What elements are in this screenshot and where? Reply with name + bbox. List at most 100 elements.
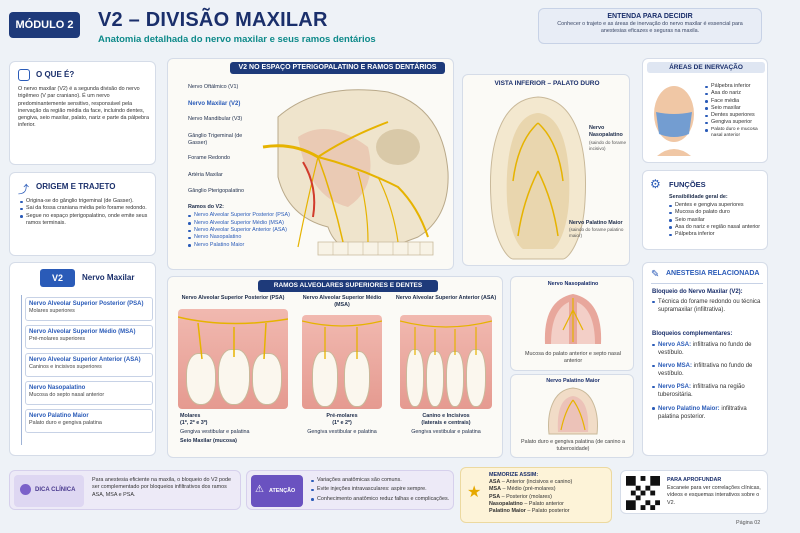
memorize-list: ASA – Anterior (incisivos e canino) MSA …: [489, 479, 611, 515]
origin-item: Sai da fossa craniana média pelo forame …: [20, 205, 148, 212]
memo-item: Nasopalatino – Palato anterior: [489, 500, 564, 507]
skull-illustration: [262, 89, 449, 256]
tip-label: DICA CLÍNICA: [35, 487, 76, 493]
figure-branch: Nervo Alveolar Superior Anterior (ASA): [188, 227, 308, 234]
alveolar-title: RAMOS ALVEOLARES SUPERIORES E DENTES: [258, 280, 438, 292]
attention-list: Variações anatômicas são comuns. Evite i…: [311, 477, 451, 503]
complementary-item: Nervo MSA: infiltrativa no fundo de vest…: [652, 362, 764, 378]
function-item: Pálpebra inferior: [669, 231, 767, 238]
memo-item: Palatino Maior – Palato posterior: [489, 508, 570, 515]
person-icon: [18, 69, 30, 81]
understand-box: ENTENDA PARA DECIDIR Conhecer o trajeto …: [538, 8, 762, 44]
figure-labels: Nervo Oftálmico (V1) Nervo Maxilar (V2) …: [188, 84, 290, 249]
functions-card: ⚙ FUNÇÕES Sensibilidade geral de: Dentes…: [642, 170, 768, 250]
origin-list: Origina-se do gânglio trigeminal (de Gas…: [20, 198, 148, 227]
greater-palatine-label: Nervo Palatino Maior (saindo do forame p…: [569, 220, 624, 239]
figure-branch: Nervo Alveolar Superior Médio (MSA): [188, 220, 308, 227]
further-reading-card: PARA APROFUNDAR Escaneie para ver correl…: [620, 470, 768, 514]
v2-branch: Nervo Palatino Maior Palato duro e gengi…: [25, 409, 153, 433]
what-is-text: O nervo maxilar (V2) é a segunda divisão…: [18, 86, 149, 129]
inferior-view-card: VISTA INFERIOR – PALATO DURO Nervo Nasop…: [462, 74, 630, 266]
functions-lead: Sensibilidade geral de:: [669, 194, 728, 200]
nasopalatine-label: Nervo Nasopalatino (saindo do forame inc…: [589, 125, 627, 151]
premolar-illustration: [302, 315, 382, 409]
msa-panel: Nervo Alveolar Superior Médio (MSA) Pré-…: [302, 295, 382, 435]
area-item: Seio maxilar: [705, 105, 767, 112]
area-item: Dentes superiores: [705, 112, 767, 119]
warning-icon: ⚠: [255, 484, 264, 495]
areas-title: ÁREAS DE INERVAÇÃO: [647, 62, 765, 73]
memo-item: MSA – Médio (pré-molares): [489, 486, 556, 493]
what-is-title: O QUE É?: [36, 70, 75, 79]
nasopalatine-card: Nervo Nasopalatino Mucosa do palato ante…: [510, 276, 634, 371]
greater-palatine-caption: Palato duro e gengiva palatina (de canin…: [521, 439, 625, 453]
page-number: Página 02: [736, 520, 761, 526]
origin-item: Origina-se do gânglio trigeminal (de Gas…: [20, 198, 148, 205]
molar-illustration: [178, 309, 288, 409]
syringe-icon: ✎: [651, 269, 660, 280]
block-title: Bloqueio do Nervo Maxilar (V2):: [652, 289, 743, 295]
attention-label: ATENÇÃO: [269, 488, 296, 494]
attention-card: ⚠ ATENÇÃO Variações anatômicas são comun…: [246, 470, 454, 510]
complementary-list: Nervo ASA: infiltrativa no fundo de vest…: [652, 341, 764, 421]
inferior-view-title: VISTA INFERIOR – PALATO DURO: [494, 80, 600, 87]
main-figure-title: V2 NO ESPAÇO PTERIGOPALATINO E RAMOS DEN…: [230, 62, 445, 74]
figure-branch: Nervo Nasopalatino: [188, 234, 308, 241]
figure-branch: Nervo Alveolar Superior Posterior (PSA): [188, 212, 308, 219]
incisor-illustration: [400, 315, 492, 409]
complementary-title: Bloqueios complementares:: [652, 331, 733, 337]
asa-panel: Nervo Alveolar Superior Anterior (ASA) C…: [395, 295, 497, 435]
origin-title: ORIGEM E TRAJETO: [36, 182, 116, 191]
qr-code-icon[interactable]: [626, 476, 660, 510]
main-figure-card: V2 NO ESPAÇO PTERIGOPALATINO E RAMOS DEN…: [167, 58, 454, 270]
area-item: Pálpebra inferior: [705, 83, 767, 90]
nasopalatine-caption: Mucosa do palato anterior e septo nasal …: [525, 351, 621, 365]
star-icon: ★: [467, 484, 482, 501]
anesthesia-title: ANESTESIA RELACIONADA: [666, 270, 760, 277]
greater-palatine-title: Nervo Palatino Maior: [546, 378, 600, 384]
tip-text: Para anestesia eficiente na maxila, o bl…: [92, 477, 232, 498]
v2-branch: Nervo Nasopalatino Mucosa do septo nasal…: [25, 381, 153, 405]
figure-branch: Nervo Palatino Maior: [188, 242, 308, 249]
face-illustration: [654, 86, 694, 156]
function-item: Dentes e gengiva superiores: [669, 202, 767, 209]
what-is-card: O QUE É? O nervo maxilar (V2) é a segund…: [9, 61, 156, 165]
v2-badge: V2: [40, 269, 75, 287]
origin-item: Segue no espaço pterigopalatino, onde em…: [20, 213, 148, 228]
complementary-item: Nervo PSA: infiltrativa na região tubero…: [652, 383, 764, 399]
greater-palatine-illustration: [548, 387, 598, 435]
lightbulb-icon: [20, 484, 31, 495]
functions-title: FUNÇÕES: [669, 180, 706, 189]
understand-title: ENTENDA PARA DECIDIR: [607, 13, 693, 20]
areas-list: Pálpebra inferior Asa do nariz Face médi…: [705, 83, 767, 140]
alveolar-card: RAMOS ALVEOLARES SUPERIORES E DENTES Ner…: [167, 276, 503, 458]
functions-list: Dentes e gengiva superiores Mucosa do pa…: [669, 202, 767, 238]
nasopalatine-title: Nervo Nasopalatino: [547, 281, 599, 287]
v2-branch: Nervo Alveolar Superior Médio (MSA) Pré-…: [25, 325, 153, 349]
page-subtitle: Anatomia detalhada do nervo maxilar e se…: [98, 34, 376, 45]
attention-item: Conhecimento anatômico reduz falhas e co…: [311, 496, 451, 503]
function-item: Mucosa do palato duro: [669, 209, 767, 216]
memorize-title: MEMORIZE ASSIM:: [489, 472, 539, 478]
area-item: Asa do nariz: [705, 90, 767, 97]
attention-item: Variações anatômicas são comuns.: [311, 477, 451, 484]
memo-item: PSA – Posterior (molares): [489, 493, 552, 500]
gear-icon: ⚙: [650, 177, 661, 191]
module-badge: MÓDULO 2: [9, 12, 80, 38]
block-list: Técnica do forame redondo ou técnica sup…: [652, 298, 762, 314]
page-title: V2 – DIVISÃO MAXILAR: [98, 9, 328, 31]
v2-card: V2 Nervo Maxilar Nervo Alveolar Superior…: [9, 262, 156, 456]
area-item: Face média: [705, 98, 767, 105]
route-icon: ⤴: [18, 184, 29, 196]
clinical-tip-card: DICA CLÍNICA Para anestesia eficiente na…: [9, 470, 241, 510]
understand-text: Conhecer o trajeto e as áreas de inervaç…: [557, 21, 743, 35]
anesthesia-card: ✎ ANESTESIA RELACIONADA Bloqueio do Nerv…: [642, 262, 768, 456]
complementary-item: Nervo Palatino Maior: infiltrativa palat…: [652, 405, 764, 421]
nasal-septum-illustration: [544, 294, 602, 344]
v2-branch: Nervo Alveolar Superior Posterior (PSA) …: [25, 297, 153, 321]
function-item: Asa do nariz e região nasal anterior: [669, 224, 767, 231]
memo-item: ASA – Anterior (incisivos e canino): [489, 479, 573, 485]
v2-tree-line: [21, 295, 22, 445]
attention-badge: [251, 475, 303, 507]
further-reading-text: Escaneie para ver correlações clínicas, …: [667, 485, 761, 506]
